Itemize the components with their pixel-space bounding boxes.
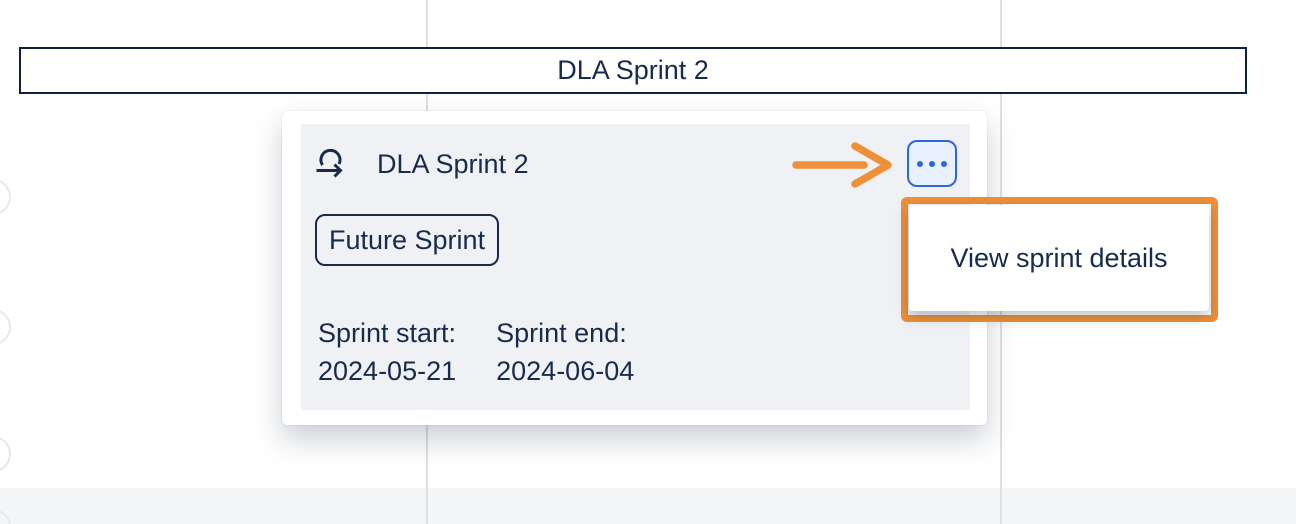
sprint-end-block: Sprint end: 2024-06-04 [496,314,634,390]
sprint-flyout-card: DLA Sprint 2 Future Sprint Sprint start:… [301,124,970,410]
annotation-arrow-right-icon [792,142,892,188]
row-avatar-placeholder [0,436,11,472]
sprint-end-label: Sprint end: [496,318,627,348]
sprint-more-actions-button[interactable] [907,140,957,187]
sprint-timeline-bar[interactable]: DLA Sprint 2 [19,47,1247,94]
sprint-icon [316,148,343,178]
row-avatar-placeholder [0,309,11,345]
sprint-flyout: DLA Sprint 2 Future Sprint Sprint start:… [282,111,987,425]
sprint-start-label: Sprint start: [318,318,457,348]
sprint-status-label: Future Sprint [329,224,486,255]
sprint-start-block: Sprint start: 2024-05-21 [318,314,456,390]
sprint-bar-label: DLA Sprint 2 [557,55,709,85]
sprint-context-menu: View sprint details [909,205,1209,311]
menu-item-view-sprint-details[interactable]: View sprint details [950,242,1168,273]
timeline-row-band [0,488,1296,524]
sprint-dates: Sprint start: 2024-05-21 Sprint end: 202… [318,314,634,390]
sprint-flyout-header: DLA Sprint 2 [315,144,529,184]
annotation-highlight-frame: View sprint details [901,197,1218,322]
sprint-title: DLA Sprint 2 [377,148,529,179]
sprint-status-badge: Future Sprint [315,214,500,266]
sprint-start-date: 2024-05-21 [318,356,457,386]
row-avatar-placeholder [0,179,11,215]
ellipsis-icon [917,160,947,167]
sprint-end-date: 2024-06-04 [496,356,635,386]
